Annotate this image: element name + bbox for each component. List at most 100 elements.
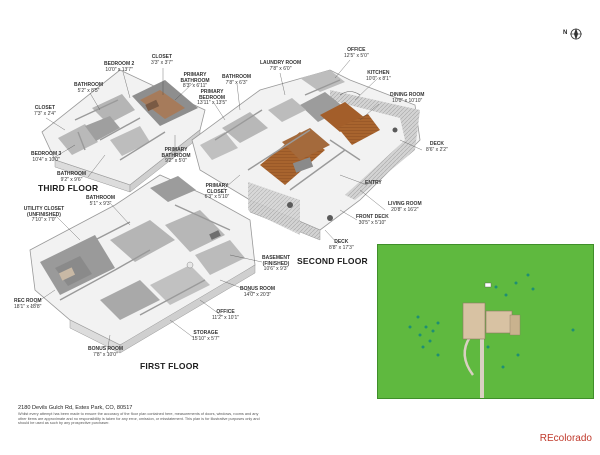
room-name: BATHROOM (74, 82, 104, 88)
room-name: BONUS ROOM (88, 346, 123, 352)
room-dims: 30'5" x 5'10" (358, 219, 387, 226)
room-name: BATHROOM (57, 171, 87, 177)
room-label-entry: ENTRY (365, 180, 382, 187)
room-dims: 10'0" x 8'1" (366, 75, 391, 82)
room-dims: 18'1" x 18'8" (14, 303, 42, 310)
room-label-basement: BASEMENT (FINISHED)10'6" x 9'3" (262, 255, 291, 273)
room-name: OFFICE (347, 47, 366, 53)
room-name: PRIMARY BEDROOM (198, 89, 226, 101)
room-dims: 3'3" x 3'7" (151, 59, 173, 66)
room-name: BATHROOM (86, 195, 116, 201)
room-dims: 10'6" x 9'3" (263, 266, 289, 273)
room-name: LIVING ROOM (388, 201, 422, 207)
room-dims: 7'8" x 10'0" (93, 351, 118, 358)
room-dims: 8'3" x 6'11" (182, 83, 208, 90)
room-name: UTILITY CLOSET (UNFINISHED) (23, 206, 65, 218)
disclaimer-text: Whilst every attempt has been made to en… (18, 412, 260, 426)
room-dims: 10'4" x 10'0" (32, 156, 60, 163)
room-name: DINING ROOM (390, 92, 425, 98)
room-name: PRIMARY BATHROOM (180, 72, 210, 84)
room-name: DECK (429, 141, 445, 147)
room-name: BATHROOM (222, 74, 252, 80)
room-name: DECK (334, 239, 349, 245)
room-dims: 7'3" x 2'4" (34, 110, 56, 117)
room-dims: 8'8" x 17'3" (329, 244, 354, 251)
room-name: CLOSET (151, 54, 173, 60)
room-name: FRONT DECK (356, 214, 389, 220)
room-name: KITCHEN (367, 70, 390, 76)
room-name: BEDROOM 2 (104, 61, 135, 67)
room-name: PRIMARY BATHROOM (161, 147, 191, 159)
room-dims: 20'8" x 16'2" (391, 206, 419, 213)
site-map-illustration (378, 245, 593, 398)
room-dims: 5'2" x 8'5" (77, 87, 100, 94)
room-label-utility: UTILITY CLOSET (UNFINISHED)7'10" x 7'0" (20, 206, 68, 224)
second-floor-plan (191, 69, 421, 241)
room-dims: 10'0" x 13'7" (105, 66, 133, 73)
room-name: BONUS ROOM (240, 286, 275, 292)
room-dims: 7'10" x 7'0" (31, 217, 57, 224)
third-floor-plan (41, 69, 206, 193)
second-floor-title: SECOND FLOOR (297, 256, 368, 266)
room-dims: 11'2" x 10'1" (212, 314, 240, 321)
room-dims: 9'2" x 5'0" (165, 158, 187, 165)
room-name: OFFICE (216, 309, 235, 315)
room-name: STORAGE (193, 330, 219, 336)
room-dims: 6'3" x 5'10" (204, 194, 230, 201)
room-dims: 14'0" x 20'3" (243, 291, 272, 298)
room-dims: 7'8" x 6'3" (225, 79, 248, 86)
room-name: BEDROOM 3 (31, 151, 62, 157)
third-floor-title: THIRD FLOOR (38, 183, 99, 193)
property-address: 2180 Devils Gulch Rd, Estes Park, CO, 80… (18, 405, 133, 411)
first-floor-plan (29, 174, 256, 354)
compass-icon (570, 28, 582, 40)
room-name: CLOSET (34, 105, 56, 111)
leader-lines (29, 59, 423, 354)
room-dims: 9'2" x 9'6" (60, 176, 83, 183)
compass-rose: N (563, 26, 583, 44)
room-name: BASEMENT (FINISHED) (262, 255, 291, 267)
room-dims: 10'0" x 10'10" (392, 97, 423, 104)
compass-north-label: N (563, 30, 568, 36)
room-dims: 5'1" x 9'3" (89, 200, 112, 207)
room-dims: 8'6" x 2'2" (426, 146, 448, 153)
first-floor-title: FIRST FLOOR (140, 361, 199, 371)
room-name: REC ROOM (14, 298, 42, 304)
room-dims: 13'11" x 13'5" (197, 100, 227, 107)
room-name: LAUNDRY ROOM (260, 60, 302, 66)
room-dims: 15'10" x 5'7" (192, 335, 220, 342)
room-name: ENTRY (365, 180, 382, 186)
room-dims: 7'8" x 6'0" (269, 65, 292, 72)
room-name: PRIMARY CLOSET (205, 183, 229, 195)
tree-markers (408, 273, 575, 369)
site-map (377, 244, 594, 399)
room-dims: 12'5" x 5'0" (344, 52, 369, 59)
